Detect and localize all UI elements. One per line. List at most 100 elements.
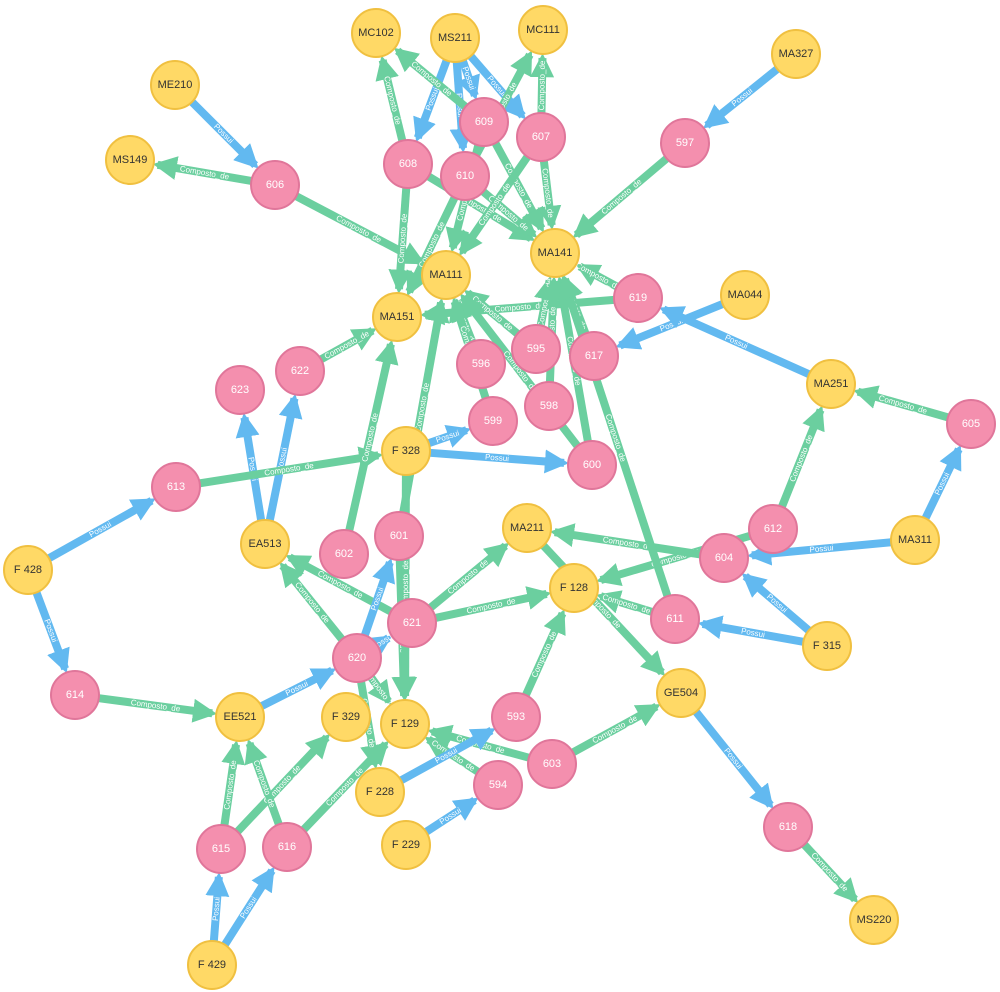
node-599[interactable]: 599: [468, 396, 518, 446]
node-circle[interactable]: [215, 692, 265, 742]
edge-line[interactable]: [405, 195, 459, 297]
edge-line[interactable]: [703, 65, 780, 129]
edge-line[interactable]: [575, 262, 619, 291]
node-circle[interactable]: [748, 504, 798, 554]
node-618[interactable]: 618: [763, 802, 813, 852]
edge-line[interactable]: [98, 694, 218, 723]
node-circle[interactable]: [656, 668, 706, 718]
node-circle[interactable]: [215, 365, 265, 415]
edge-line[interactable]: [279, 562, 346, 642]
edge-line[interactable]: [365, 634, 393, 659]
edge-line[interactable]: [537, 160, 562, 230]
edge-line[interactable]: [853, 385, 950, 422]
edge-line[interactable]: [265, 393, 303, 522]
node-circle[interactable]: [720, 270, 770, 320]
node-circle[interactable]: [275, 346, 325, 396]
node-circle[interactable]: [511, 324, 561, 374]
edge-line[interactable]: [692, 709, 774, 809]
edge-line[interactable]: [367, 675, 392, 706]
edge-line[interactable]: [741, 573, 812, 634]
node-615[interactable]: 615: [196, 824, 246, 874]
edge-607-MC111[interactable]: Composto_de: [530, 53, 555, 114]
edge-line[interactable]: [530, 53, 555, 114]
node-circle[interactable]: [456, 339, 506, 389]
node-613[interactable]: 613: [151, 462, 201, 512]
node-circle[interactable]: [250, 160, 300, 210]
node-604[interactable]: 604: [699, 533, 749, 583]
node-circle[interactable]: [372, 292, 422, 342]
node-601[interactable]: 601: [374, 511, 424, 561]
node-circle[interactable]: [383, 139, 433, 189]
edge-line[interactable]: [467, 53, 526, 120]
node-610[interactable]: 610: [440, 151, 490, 201]
node-621[interactable]: 621: [387, 598, 437, 648]
edge-line[interactable]: [46, 497, 156, 562]
node-circle[interactable]: [421, 250, 471, 300]
node-593[interactable]: 593: [491, 692, 541, 742]
edge-line[interactable]: [220, 739, 246, 826]
edge-line[interactable]: [32, 591, 70, 674]
node-611[interactable]: 611: [650, 594, 700, 644]
node-circle[interactable]: [530, 228, 580, 278]
node-circle[interactable]: [524, 381, 574, 431]
node-circle[interactable]: [332, 633, 382, 683]
edge-line[interactable]: [423, 796, 479, 836]
node-F128[interactable]: F 128: [549, 563, 599, 613]
node-circle[interactable]: [660, 118, 710, 168]
edge-line[interactable]: [558, 275, 672, 598]
node-622[interactable]: 622: [275, 346, 325, 396]
node-ME210[interactable]: ME210: [150, 60, 200, 110]
edge-line[interactable]: [697, 615, 805, 646]
node-circle[interactable]: [196, 824, 246, 874]
edge-line[interactable]: [393, 47, 469, 110]
edge-line[interactable]: [549, 523, 701, 559]
node-612[interactable]: 612: [748, 504, 798, 554]
node-circle[interactable]: [105, 135, 155, 185]
edge-line[interactable]: [427, 425, 472, 448]
node-circle[interactable]: [240, 519, 290, 569]
node-617[interactable]: 617: [569, 331, 619, 381]
node-623[interactable]: 623: [215, 365, 265, 415]
node-F328[interactable]: F 328: [381, 426, 431, 476]
edge-line[interactable]: [571, 702, 661, 756]
node-F315[interactable]: F 315: [802, 621, 852, 671]
node-F428[interactable]: F 428: [3, 545, 53, 595]
edge-line[interactable]: [234, 733, 331, 835]
edge-line[interactable]: [205, 872, 230, 942]
node-circle[interactable]: [351, 8, 401, 58]
node-circle[interactable]: [473, 760, 523, 810]
node-MA211[interactable]: MA211: [502, 503, 552, 553]
node-circle[interactable]: [262, 822, 312, 872]
node-circle[interactable]: [319, 529, 369, 579]
node-MC111[interactable]: MC111: [518, 5, 568, 55]
node-circle[interactable]: [502, 503, 552, 553]
node-circle[interactable]: [381, 820, 431, 870]
edge-line[interactable]: [458, 154, 531, 256]
node-MA251[interactable]: MA251: [806, 359, 856, 409]
node-circle[interactable]: [549, 563, 599, 613]
node-EA513[interactable]: EA513: [240, 519, 290, 569]
node-circle[interactable]: [771, 29, 821, 79]
node-595[interactable]: 595: [511, 324, 561, 374]
edge-line[interactable]: [659, 305, 811, 378]
edge-line[interactable]: [199, 446, 384, 488]
node-MA141[interactable]: MA141: [530, 228, 580, 278]
node-circle[interactable]: [381, 426, 431, 476]
node-circle[interactable]: [613, 273, 663, 323]
node-circle[interactable]: [518, 5, 568, 55]
node-circle[interactable]: [459, 97, 509, 147]
node-circle[interactable]: [355, 767, 405, 817]
node-circle[interactable]: [890, 515, 940, 565]
edge-line[interactable]: [801, 841, 859, 903]
node-circle[interactable]: [946, 399, 996, 449]
node-MS220[interactable]: MS220: [849, 895, 899, 945]
node-circle[interactable]: [380, 699, 430, 749]
node-608[interactable]: 608: [383, 139, 433, 189]
node-609[interactable]: 609: [459, 97, 509, 147]
node-circle[interactable]: [440, 151, 490, 201]
node-GE504[interactable]: GE504: [656, 668, 706, 718]
node-circle[interactable]: [699, 533, 749, 583]
edge-line[interactable]: [361, 557, 395, 637]
node-circle[interactable]: [3, 545, 53, 595]
edge-line[interactable]: [457, 59, 480, 101]
